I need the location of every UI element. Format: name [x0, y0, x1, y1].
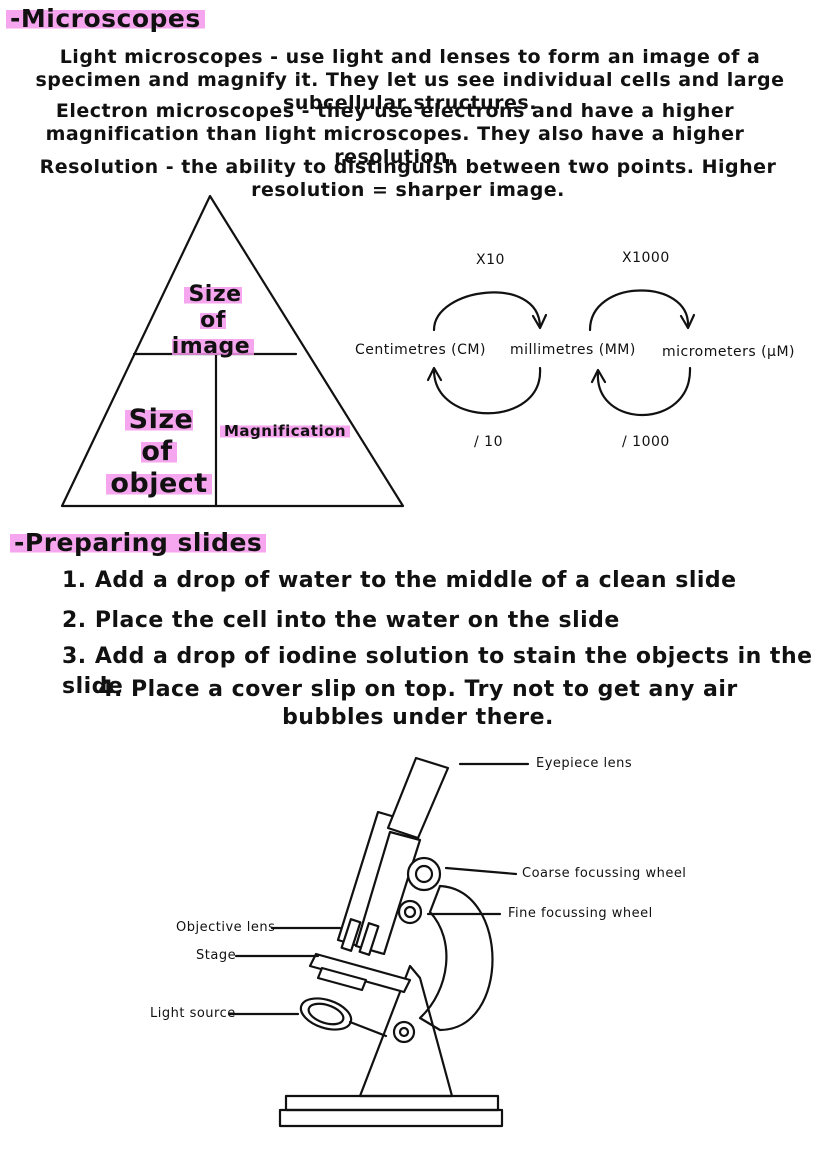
microscope-base-bottom	[278, 1108, 504, 1128]
microscope-objective-2	[358, 922, 380, 956]
label-light-source: Light source	[150, 1006, 236, 1021]
label-x1000: X1000	[622, 250, 670, 266]
arc-div10-head	[426, 366, 443, 382]
triangle-magnification: Magnification	[220, 422, 351, 440]
label-micrometers: micrometers (µM)	[662, 344, 796, 360]
microscope-diagram	[228, 756, 530, 1128]
label-fine-focussing-wheel: Fine focussing wheel	[508, 906, 653, 921]
base-knob	[392, 1020, 416, 1044]
microscope-base-top	[284, 1094, 500, 1112]
arc-div10	[432, 366, 542, 415]
label-eyepiece-lens: Eyepiece lens	[536, 756, 633, 771]
coarse-focus-wheel-inner	[414, 864, 434, 884]
microscope-objective-1	[340, 918, 362, 952]
microscope-mirror	[299, 997, 353, 1031]
arc-div1000-head	[590, 368, 607, 384]
microscope-mirror-arm	[348, 1020, 388, 1038]
triangle-size-of-object: Size of object	[104, 404, 214, 500]
microscope-arm-curve	[418, 884, 494, 1032]
microscope-stage	[308, 952, 412, 994]
triangle-outline	[60, 194, 405, 508]
arc-div1000	[596, 366, 692, 416]
coarse-focus-wheel	[406, 856, 442, 892]
microscope-mirror-inner	[307, 1002, 345, 1026]
preparing-slides-title: -Preparing slides	[10, 528, 267, 557]
microscope-eyepiece	[386, 756, 450, 840]
slide-step: 3. Add a drop of iodine solution to stai…	[62, 644, 813, 699]
label-coarse-focussing-wheel: Coarse focussing wheel	[522, 866, 687, 881]
fine-focus-wheel-inner	[403, 905, 417, 919]
light-microscopes-text: Light microscopes - use light and lenses…	[35, 46, 785, 114]
pointer-coarse	[444, 866, 518, 876]
label-stage: Stage	[196, 948, 237, 963]
label-millimetres: millimetres (MM)	[510, 342, 636, 358]
label-objective-lens: Objective lens	[176, 920, 276, 935]
arc-x10-head	[531, 313, 548, 330]
label-div1000: / 1000	[622, 434, 670, 450]
label-centimetres: Centimetres (CM)	[355, 342, 486, 358]
slide-step: 1. Add a drop of water to the middle of …	[62, 568, 737, 593]
label-div10: / 10	[474, 434, 503, 450]
fine-focus-wheel	[397, 899, 423, 925]
base-knob-inner	[398, 1026, 410, 1038]
arc-x1000-head	[679, 313, 696, 330]
slide-step: 4. Place a cover slip on top. Try not to…	[98, 677, 738, 730]
arc-x1000	[588, 289, 690, 332]
microscopes-title-text: -Microscopes	[6, 4, 205, 33]
microscope-stage-clip	[316, 966, 368, 992]
resolution-text: Resolution - the ability to distinguish …	[39, 156, 777, 201]
electron-microscopes-text: Electron microscopes - they use electron…	[45, 100, 745, 168]
label-x10: X10	[476, 252, 505, 268]
triangle-size-of-image: Size of image	[168, 282, 258, 360]
microscopes-title: -Microscopes	[6, 4, 205, 33]
slide-step: 2. Place the cell into the water on the …	[62, 608, 620, 633]
arc-x10	[432, 291, 542, 332]
microscope-arm	[358, 964, 454, 1098]
unit-conversion-arrows	[426, 289, 696, 416]
